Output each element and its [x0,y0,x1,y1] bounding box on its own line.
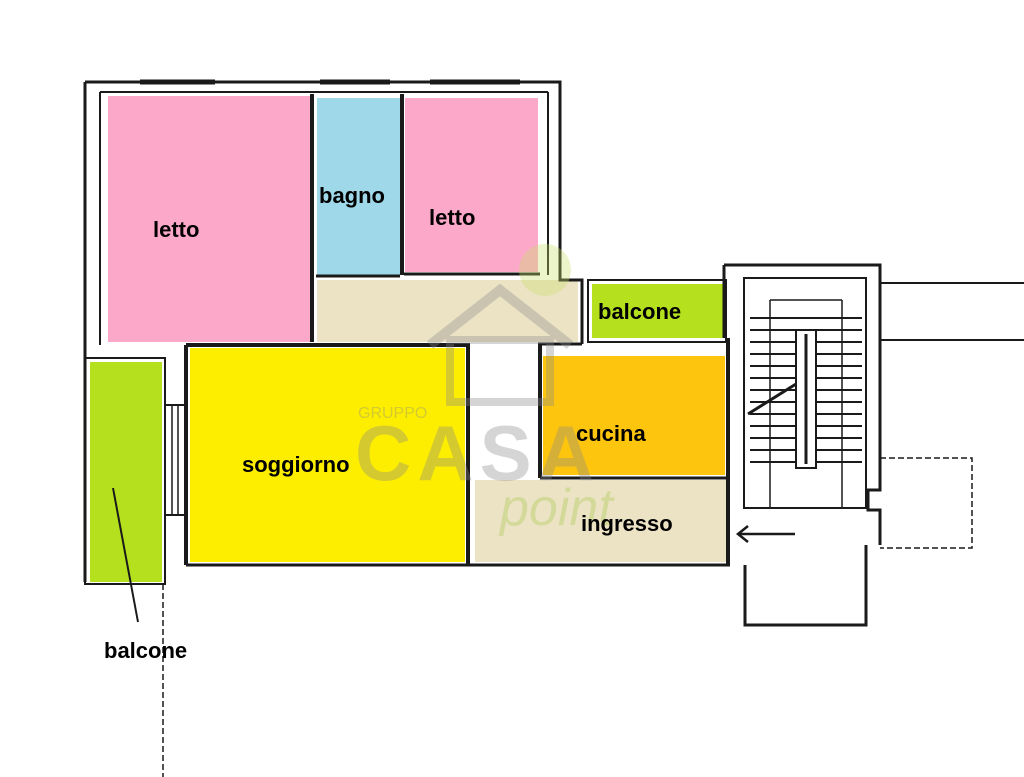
walls [83,79,730,777]
label-ingresso: ingresso [581,511,673,536]
room-labels: letto bagno letto balcone soggiorno cuci… [104,183,681,663]
room-soggiorno-fill [190,348,465,562]
stair-steps [747,299,862,509]
entrance-arrow-icon [735,525,795,543]
room-balcone-left-fill [90,362,162,582]
label-letto-2: letto [429,205,475,230]
label-bagno: bagno [319,183,385,208]
room-fills [90,96,727,582]
watermark-logo: GRUPPO CASA point [355,244,615,537]
room-letto-1-fill [108,96,310,342]
watermark-sun-icon [519,244,571,296]
label-balcone-left: balcone [104,638,187,663]
watermark-line-3: point [498,479,615,537]
label-pointer-line [112,487,139,623]
label-balcone-top: balcone [598,299,681,324]
watermark-line-2: CASA [355,409,600,497]
room-bagno-fill [317,98,400,276]
label-cucina: cucina [576,421,646,446]
room-balcone-top-fill [592,284,723,338]
room-letto-2-fill [405,98,538,272]
watermark-house-icon [426,283,574,349]
room-cucina-fill [543,356,725,475]
label-letto-1: letto [153,217,199,242]
watermark-line-1: GRUPPO [358,405,427,422]
staircase [722,263,1024,627]
label-soggiorno: soggiorno [242,452,350,477]
room-ingresso-fill [475,480,727,562]
room-corridoio-fill [317,280,578,342]
